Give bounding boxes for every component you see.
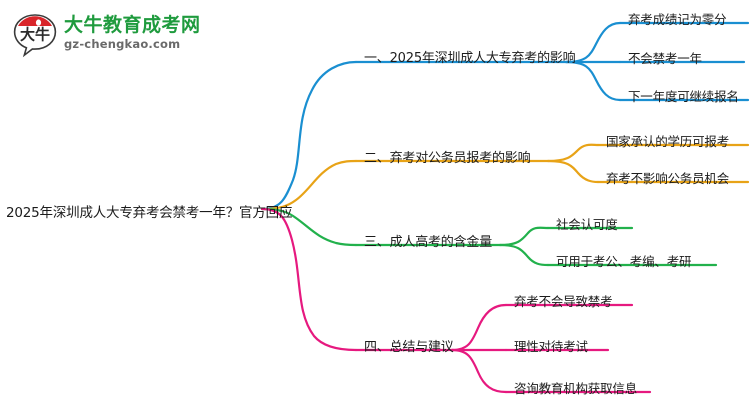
logo-name-cn: 大牛教育成考网 (64, 14, 201, 36)
mindmap-leaf-node-1-2[interactable]: 不会禁考一年 (628, 51, 702, 66)
link-b4-c1 (450, 303, 508, 352)
link-root-branch-2 (260, 159, 358, 211)
link-b1-c3 (564, 60, 622, 102)
link-b3-c2 (498, 243, 550, 267)
site-logo: 大牛 大牛教育成考网 gz-chengkao.com (12, 10, 242, 60)
mindmap-leaf-node-4-1[interactable]: 弃考不会导致禁考 (514, 294, 613, 309)
mindmap-leaf-node-4-2[interactable]: 理性对待考试 (514, 339, 588, 354)
link-root-branch-4 (260, 207, 358, 352)
link-b3-c1 (498, 226, 550, 247)
mindmap-leaf-node-1-3[interactable]: 下一年度可继续报名 (628, 89, 739, 104)
mindmap-leaf-node-3-1[interactable]: 社会认可度 (556, 217, 618, 232)
mindmap-leaf-node-3-2[interactable]: 可用于考公、考编、考研 (556, 254, 692, 269)
link-b4-c3 (450, 348, 508, 394)
logo-name-en: gz-chengkao.com (64, 37, 181, 51)
mindmap-branch-node-3[interactable]: 三、成人高考的含金量 (364, 235, 493, 250)
link-b2-c1 (546, 143, 600, 163)
link-b2-c2 (546, 159, 600, 184)
svg-text:大牛: 大牛 (20, 26, 50, 44)
mindmap-leaf-node-4-3[interactable]: 咨询教育机构获取信息 (514, 381, 638, 396)
link-root-branch-1 (260, 60, 358, 211)
mindmap-leaf-node-1-1[interactable]: 弃考成绩记为零分 (628, 12, 727, 27)
logo-text: 大牛教育成考网 gz-chengkao.com (64, 14, 201, 52)
link-root-branch-3 (260, 207, 358, 247)
mindmap-leaf-node-2-1[interactable]: 国家承认的学历可报考 (606, 134, 730, 149)
mindmap-root-node[interactable]: 2025年深圳成人大专弃考会禁考一年？官方回应 (6, 205, 293, 221)
mindmap-branch-node-4[interactable]: 四、总结与建议 (364, 340, 454, 355)
link-b1-c1 (564, 21, 622, 64)
mindmap-leaf-node-2-2[interactable]: 弃考不影响公务员机会 (606, 171, 730, 186)
mindmap-branch-node-2[interactable]: 二、弃考对公务员报考的影响 (364, 151, 531, 166)
logo-mark-icon: 大牛 (13, 14, 57, 58)
mindmap-branch-node-1[interactable]: 一、2025年深圳成人大专弃考的影响 (364, 51, 576, 66)
